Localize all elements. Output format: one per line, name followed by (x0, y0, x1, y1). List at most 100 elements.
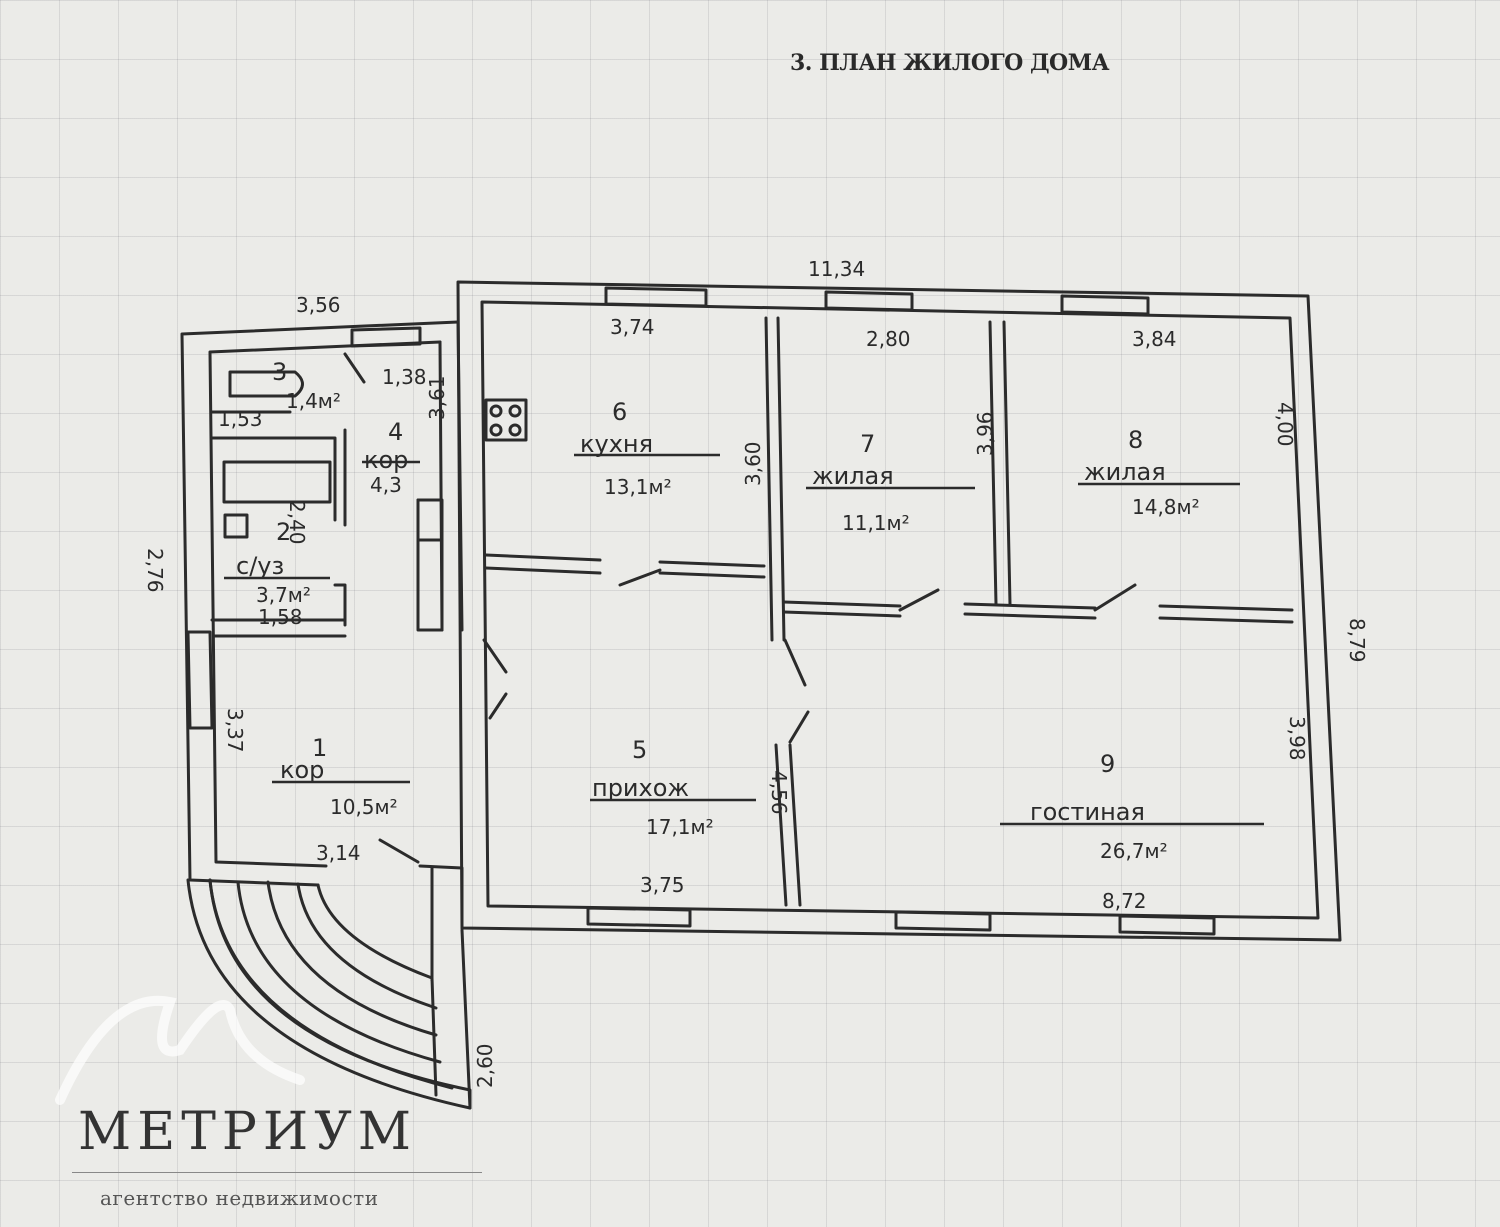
brand-subtitle: агентство недвижимости (100, 1186, 379, 1210)
door-room7 (898, 588, 940, 612)
dimension-label: 4,56 (767, 770, 791, 815)
porch-side (430, 976, 438, 1097)
porch-step-4 (266, 880, 438, 1037)
room-name: кор (364, 446, 408, 474)
door-corridor-hall (482, 638, 508, 674)
dimension-label: 3,84 (1132, 327, 1177, 351)
annex-inner-wall (208, 340, 442, 868)
dimension-label: 3,14 (316, 841, 361, 865)
bathtub-icon (222, 460, 332, 504)
dimension-label: 3,96 (973, 411, 997, 456)
room-name: жилая (812, 462, 894, 490)
room-area: 10,5м² (330, 795, 398, 819)
door-entry (378, 838, 420, 864)
annex-outer-wall (180, 320, 460, 887)
kor4-door (343, 352, 366, 384)
dimension-label: 1,58 (258, 605, 303, 629)
brand-name: МЕТРИУМ (78, 1102, 418, 1162)
room-name: жилая (1084, 458, 1166, 486)
wall-kitchen-bottom-b (484, 566, 602, 575)
dimension-label: 3,37 (223, 708, 247, 753)
door-hall-upper (783, 638, 807, 687)
porch-step-5 (296, 882, 438, 1010)
door-kitchen (618, 568, 662, 587)
logo-mark-icon (55, 995, 305, 1105)
room-number: 5 (632, 736, 647, 764)
toilet-icon (223, 513, 249, 539)
inner-wall (480, 300, 1320, 920)
dimension-label: 3,75 (640, 873, 685, 897)
wall-room7-bottom (782, 600, 902, 608)
window-room7 (824, 290, 914, 312)
partition-wc-top (210, 436, 337, 522)
room-name: гостиная (1030, 798, 1145, 826)
room-number: 9 (1100, 750, 1115, 778)
page-title: 3. ПЛАН ЖИЛОГО ДОМА (790, 50, 1110, 76)
room-area: 11,1м² (842, 511, 910, 535)
room-area: 1,4м² (286, 389, 341, 413)
wall-hall-living-b (788, 743, 802, 907)
porch-side-2 (460, 928, 472, 1110)
window-hall-bottom (586, 906, 692, 928)
sink-icon (228, 370, 304, 398)
annex-column-top (416, 498, 444, 542)
wall-room7-room8-b (1002, 320, 1012, 606)
dimension-label: 3,60 (741, 441, 765, 486)
wall-room8-bottom-r2 (1158, 616, 1294, 624)
dimension-label: 4,00 (1273, 402, 1297, 447)
dimension-label: 2,76 (143, 548, 167, 593)
annex-entry-wall (418, 864, 464, 930)
wall-kitchen-bottom-r (658, 560, 766, 568)
room-name: прихож (592, 774, 689, 802)
window-annex-top (350, 326, 422, 348)
window-living-bottom-1 (894, 910, 992, 932)
wall-room7-room8 (988, 320, 998, 606)
outer-wall (456, 280, 1342, 942)
window-kitchen (604, 286, 708, 308)
door-corridor-hall-b (488, 692, 508, 720)
room-name: с/уз (236, 552, 284, 580)
room-number: 6 (612, 398, 627, 426)
dimension-label: 8,72 (1102, 889, 1147, 913)
wall-room8-bottom-r (1158, 604, 1294, 612)
porch-top (316, 883, 434, 980)
wall-kitchen-room7-b (776, 316, 786, 642)
porch-step-3 (236, 880, 442, 1064)
room-number: 2 (276, 518, 291, 546)
wall-kitchen-room7 (764, 316, 774, 642)
room-area: 14,8м² (1132, 495, 1200, 519)
window-living-bottom-2 (1118, 914, 1216, 936)
dimension-label: 3,61 (425, 375, 449, 420)
dimension-label: 3,56 (296, 293, 341, 317)
room-name: кор (280, 756, 324, 784)
wall-room7-bottom-b (782, 610, 902, 618)
room-number: 1 (312, 734, 327, 762)
window-annex-left (186, 630, 214, 730)
dimension-label: 2,60 (473, 1043, 497, 1088)
room-number: 7 (860, 430, 875, 458)
dimension-label: 1,38 (382, 365, 427, 389)
room-area: 17,1м² (646, 815, 714, 839)
room-area: 13,1м² (604, 475, 672, 499)
room-area: 3,7м² (256, 583, 311, 607)
annex-column (416, 498, 444, 632)
room-name: кухня (580, 430, 653, 458)
room-area: 4,3 (370, 473, 402, 497)
room-number: 4 (388, 418, 403, 446)
dimension-label: 3,98 (1285, 716, 1309, 761)
door-hall-lower (788, 710, 810, 744)
wall-kitchen-bottom-r2 (658, 571, 766, 579)
dimension-label: 11,34 (808, 257, 865, 281)
dimension-label: 2,80 (866, 327, 911, 351)
room-number: 3 (272, 358, 287, 386)
brand-divider (72, 1172, 482, 1173)
annex-right-wall (456, 320, 464, 632)
room-area: 26,7м² (1100, 839, 1168, 863)
window-room8 (1060, 294, 1150, 316)
partition-corridor-2 (333, 583, 347, 627)
wall-kitchen-bottom (484, 553, 602, 562)
room-number: 8 (1128, 426, 1143, 454)
dimension-label: 3,74 (610, 315, 655, 339)
